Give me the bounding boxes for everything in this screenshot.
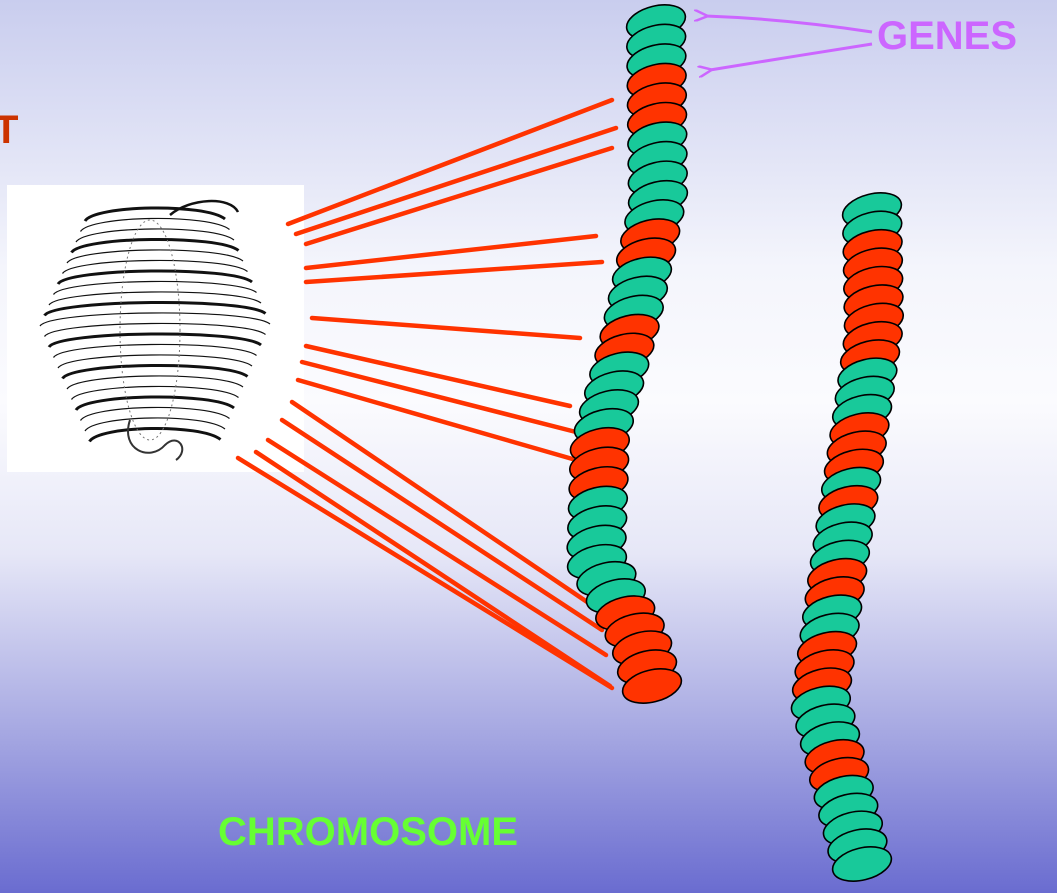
connector-line <box>312 318 580 338</box>
genes-arrow-lower <box>710 44 872 70</box>
clipped-title-letter: T <box>0 108 18 153</box>
genes-label: GENES <box>877 14 1017 59</box>
connector-line <box>268 440 606 655</box>
chromosome-left <box>564 0 691 709</box>
genes-arrows <box>706 16 872 70</box>
genes-arrow-upper <box>706 16 872 32</box>
chromosome-right <box>788 187 907 887</box>
chromosome-label: CHROMOSOME <box>218 810 518 855</box>
coil-tail <box>128 420 182 460</box>
connector-line <box>256 452 610 686</box>
connector-line <box>296 128 616 234</box>
connector-line <box>306 148 612 244</box>
nucleosome-coil <box>40 201 270 460</box>
connector-lines <box>238 100 616 688</box>
coil-strand <box>90 428 221 441</box>
